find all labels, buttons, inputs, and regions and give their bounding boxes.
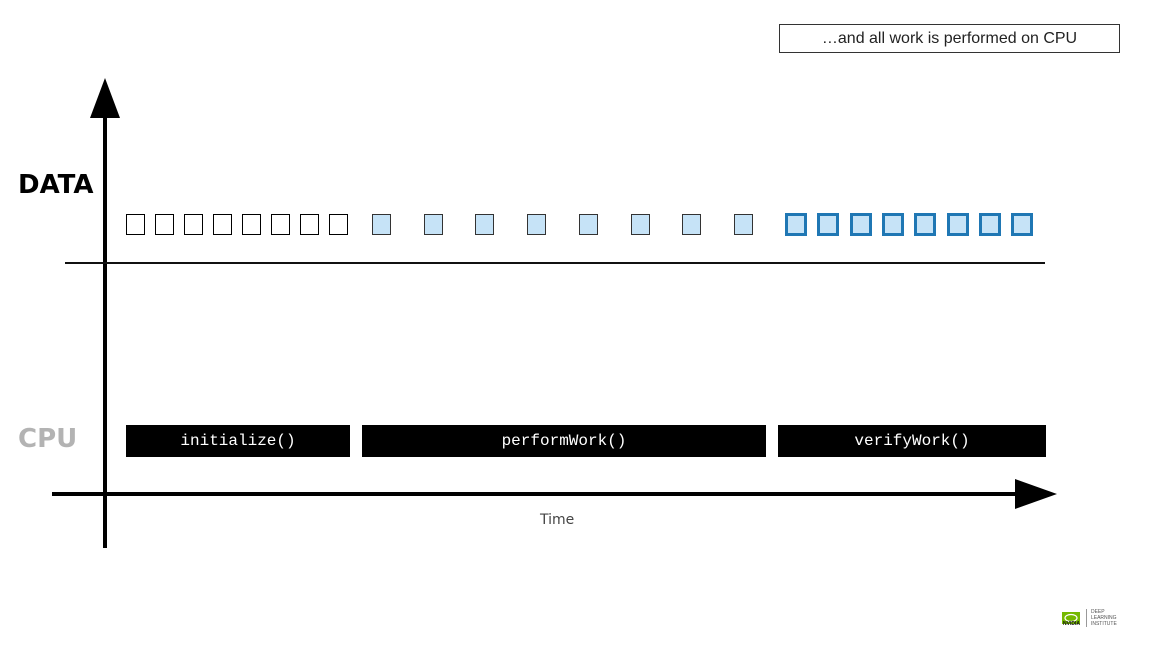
dli-wordmark: DEEP LEARNING INSTITUTE	[1085, 609, 1117, 627]
nvidia-eye-icon	[1062, 612, 1080, 624]
data-block-initialize	[126, 214, 145, 235]
data-block-verifywork	[947, 213, 969, 236]
data-block-verifywork	[882, 213, 904, 236]
time-axis-label: Time	[540, 512, 575, 528]
data-block-performwork	[734, 214, 753, 235]
data-block-verifywork	[914, 213, 936, 236]
cpu-bar-performwork: performWork()	[362, 425, 766, 457]
cpu-bar-verifywork: verifyWork()	[778, 425, 1046, 457]
data-block-initialize	[271, 214, 290, 235]
data-block-performwork	[579, 214, 598, 235]
data-block-performwork	[475, 214, 494, 235]
vertical-axis-arrowhead	[90, 78, 120, 118]
data-block-performwork	[372, 214, 391, 235]
data-block-verifywork	[817, 213, 839, 236]
data-block-performwork	[527, 214, 546, 235]
data-block-verifywork	[850, 213, 872, 236]
data-block-verifywork	[1011, 213, 1033, 236]
nvidia-dli-logo: NVIDIA DEEP LEARNING INSTITUTE	[1062, 607, 1132, 629]
data-block-verifywork	[979, 213, 1001, 236]
data-block-initialize	[213, 214, 232, 235]
data-block-initialize	[242, 214, 261, 235]
data-row-label: DATA	[18, 170, 94, 200]
row-divider	[65, 262, 1045, 264]
data-block-initialize	[300, 214, 319, 235]
data-block-verifywork	[785, 213, 807, 236]
data-block-performwork	[631, 214, 650, 235]
horizontal-axis-arrowhead	[1015, 479, 1057, 509]
nvidia-wordmark: NVIDIA	[1063, 621, 1080, 627]
data-block-initialize	[155, 214, 174, 235]
callout-note: …and all work is performed on CPU	[779, 24, 1120, 53]
data-block-initialize	[329, 214, 348, 235]
cpu-row-label: CPU	[18, 424, 78, 454]
cpu-bar-initialize: initialize()	[126, 425, 350, 457]
data-block-performwork	[424, 214, 443, 235]
data-block-initialize	[184, 214, 203, 235]
data-block-performwork	[682, 214, 701, 235]
